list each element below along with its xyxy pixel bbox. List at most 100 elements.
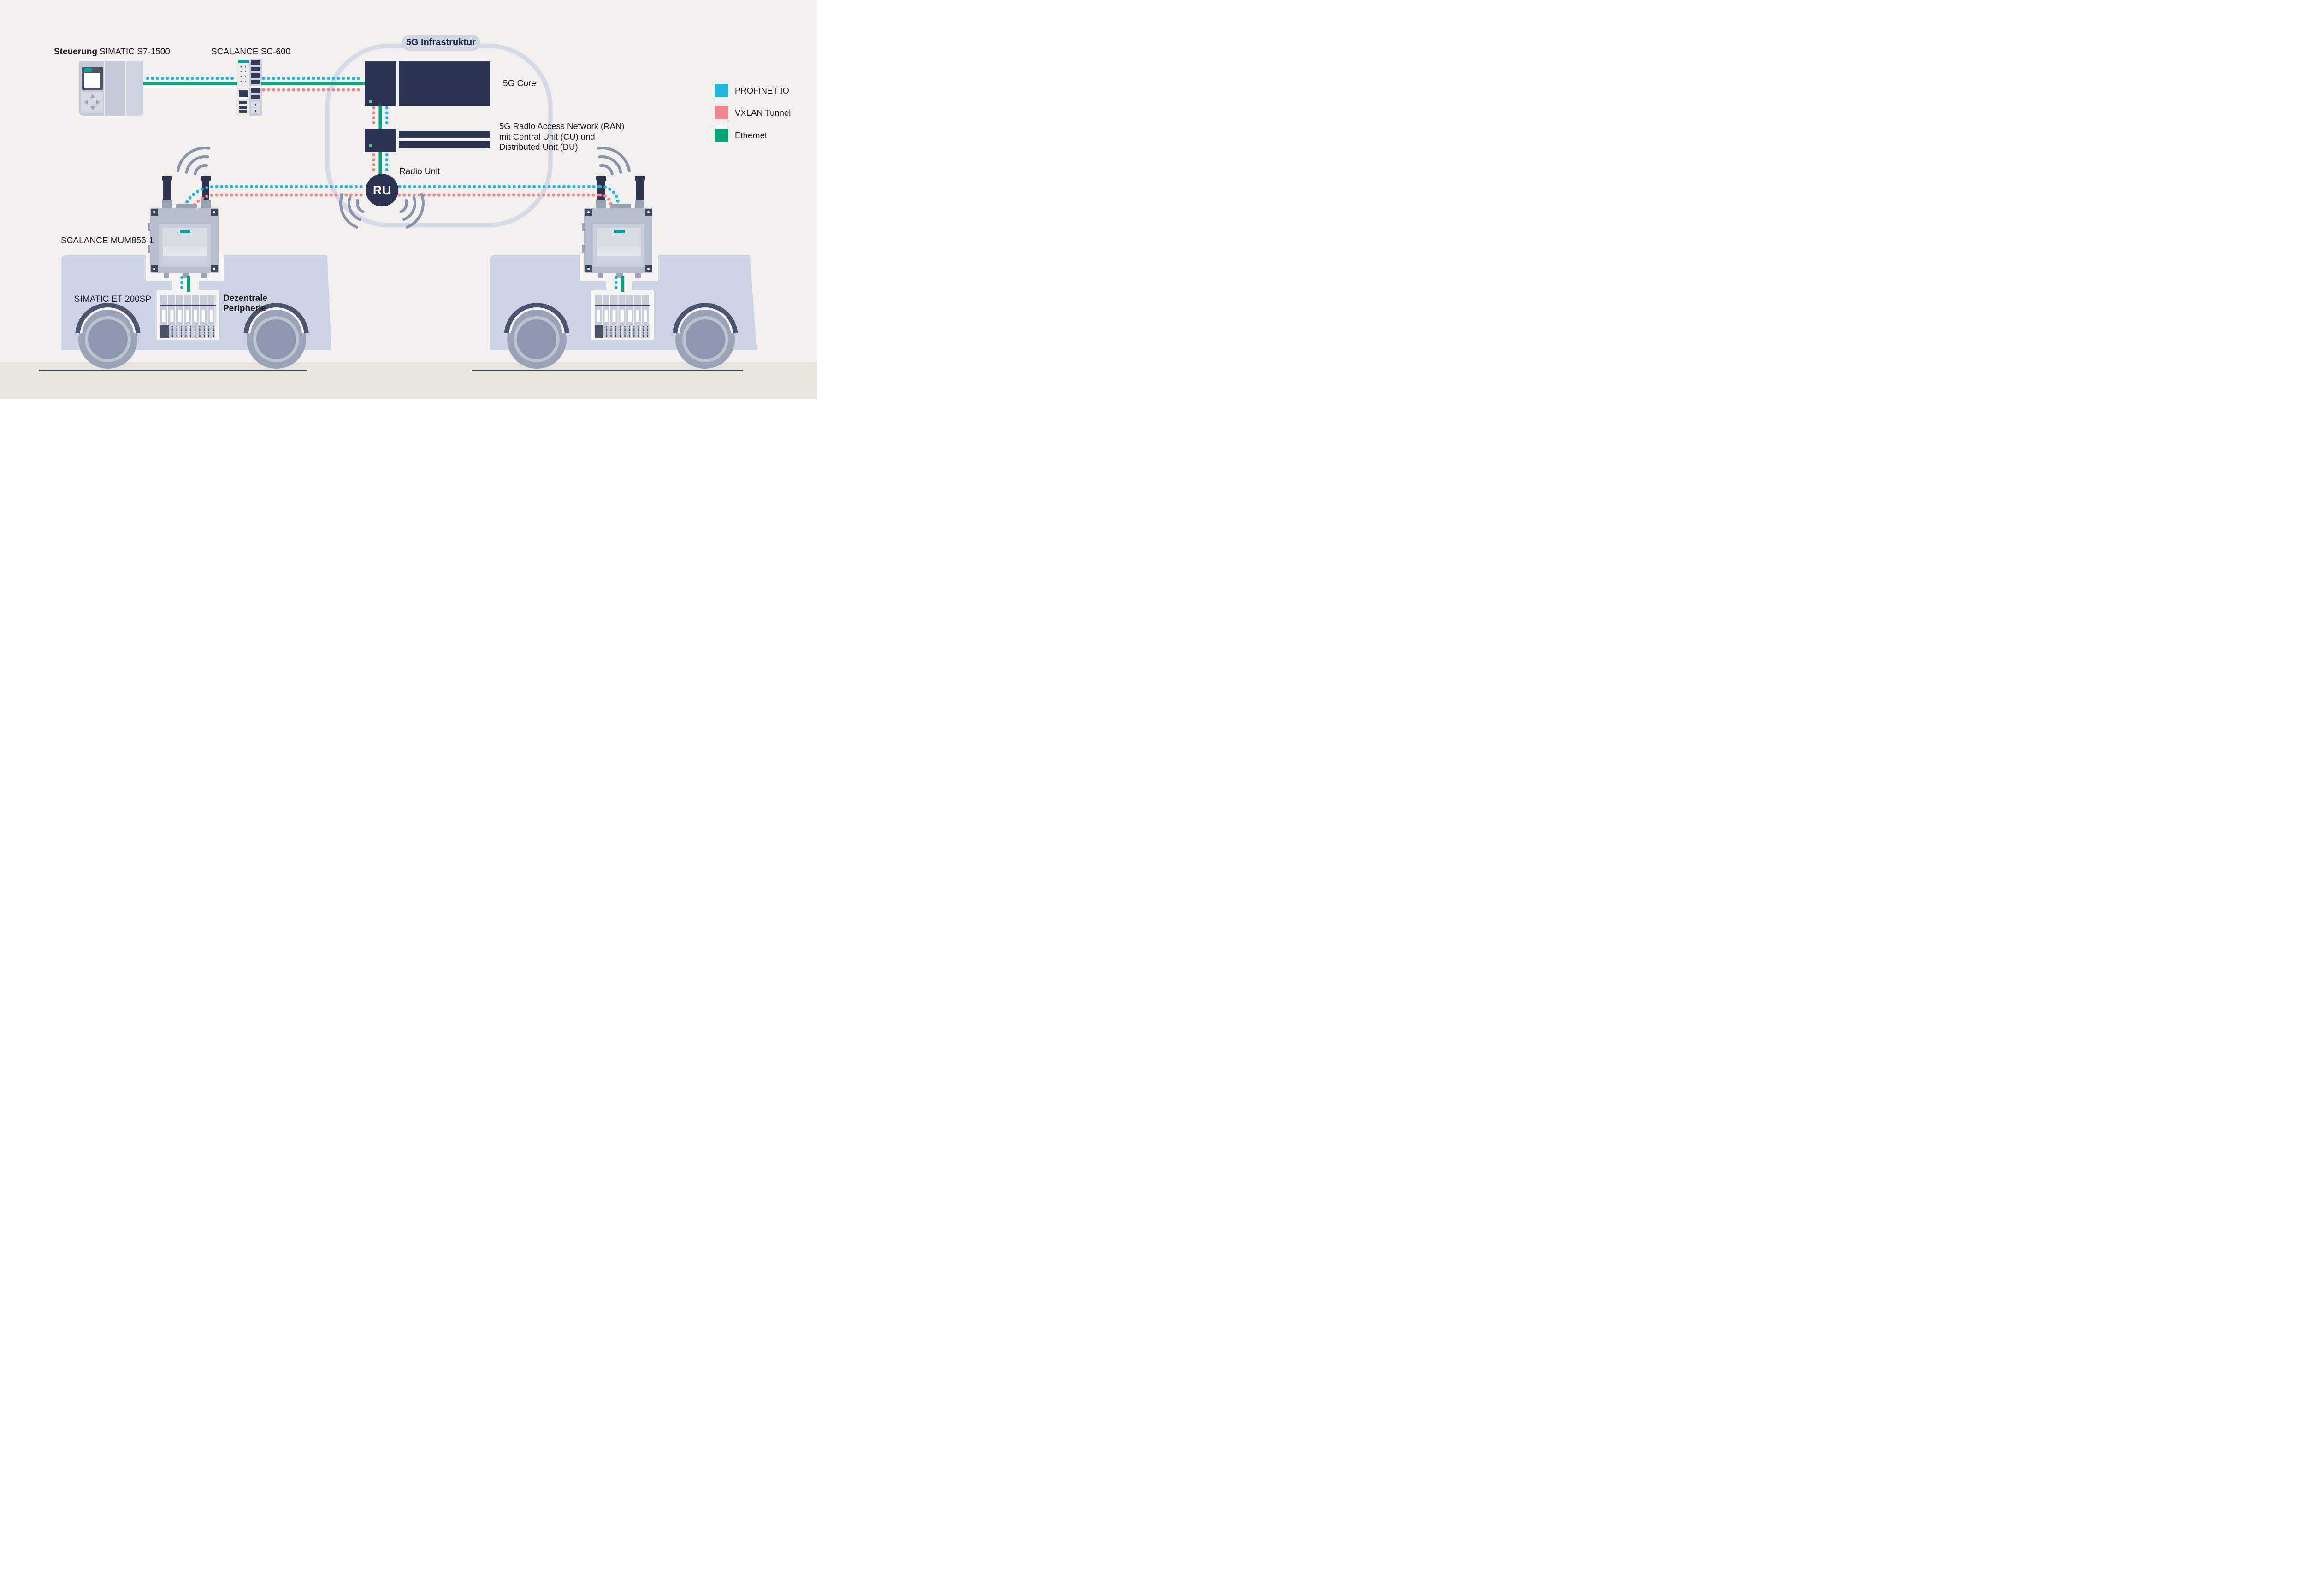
- screw-icon: [644, 208, 652, 216]
- modem-connector: [201, 273, 207, 278]
- modem-connector: [164, 273, 170, 278]
- firewall-led-bar: [238, 59, 249, 64]
- vxlan-legend-label: VXLAN Tunnel: [735, 108, 791, 118]
- io-module-rail: [594, 304, 650, 306]
- infrastructure-badge: 5G Infrastruktur: [401, 35, 481, 51]
- modem-mount-plate: [176, 204, 197, 208]
- antenna-icon: [162, 176, 172, 181]
- io-device: [594, 294, 650, 338]
- cable-channel: [606, 281, 633, 290]
- antenna-base: [162, 200, 172, 209]
- ground-strip: [0, 362, 817, 399]
- ethernet-port: [251, 88, 260, 94]
- ethernet-port: [251, 67, 260, 72]
- core-node-large: [399, 61, 490, 106]
- fender-shapes: [75, 303, 738, 333]
- ethernet-legend-label: Ethernet: [735, 130, 767, 141]
- antenna-base: [634, 200, 645, 209]
- firewall-led-grid: [239, 65, 248, 84]
- radio-unit-badge: RU: [373, 183, 391, 197]
- periphery-label-line2: Peripherie: [223, 303, 266, 313]
- radio-unit-label: Radio Unit: [399, 167, 440, 177]
- core-label: 5G Core: [503, 79, 536, 88]
- plc-label-model: SIMATIC S7-1500: [97, 47, 170, 57]
- wireless-signal-arcs: [176, 147, 631, 229]
- periphery-label: Dezentrale Peripherie: [223, 294, 267, 313]
- fender-gaps: [80, 307, 733, 334]
- antenna-icon: [634, 176, 645, 181]
- arrow-right-icon: [96, 100, 100, 105]
- vxlan-swatch: [715, 106, 728, 120]
- arrow-down-icon: [90, 106, 95, 110]
- screw-icon: [211, 265, 218, 273]
- screw-icon: [211, 208, 218, 216]
- modem-side-tab: [147, 245, 151, 253]
- plc-right-module: [126, 61, 143, 116]
- agv-right-track-line: [472, 369, 743, 372]
- modem-panel-row: [597, 256, 641, 264]
- modem-panel: [597, 228, 641, 264]
- antenna-icon: [636, 180, 644, 200]
- modem-side-tab: [581, 223, 585, 231]
- modem-panel-row: [163, 247, 207, 256]
- ran-server-bar: [399, 141, 490, 148]
- plc-module-gap: [125, 61, 126, 116]
- modem-panel-row: [597, 247, 641, 256]
- io-module-row: [160, 294, 216, 305]
- io-module-rail: [160, 304, 216, 306]
- vxlan-lines: [190, 88, 613, 210]
- status-indicator: [369, 144, 372, 147]
- modem-connector: [598, 273, 603, 278]
- sfp-port: [251, 108, 260, 113]
- screw-icon: [585, 265, 592, 273]
- screw-icon: [151, 208, 158, 216]
- io-terminal-pins: [604, 325, 650, 337]
- modem-side-tab: [581, 245, 585, 253]
- agv-left-front-wheel-hub: [85, 316, 131, 362]
- io-module-row: [160, 306, 216, 325]
- profinet-swatch: [715, 84, 728, 97]
- antenna-icon: [596, 176, 607, 181]
- ran-server-bar: [399, 131, 490, 138]
- io-device-label: SIMATIC ET 200SP: [74, 294, 151, 304]
- console-port: [238, 90, 248, 99]
- io-device: [160, 294, 216, 338]
- screw-icon: [644, 265, 652, 273]
- io-interface-module: [594, 325, 604, 338]
- io-interface-module: [160, 325, 170, 338]
- plc-screen: [84, 73, 101, 88]
- agv-right-rear-wheel-hub: [682, 316, 728, 362]
- ran-node-small: [365, 129, 396, 153]
- ran-label-line2: mit Central Unit (CU) und: [499, 131, 595, 141]
- plc-label: Steuerung SIMATIC S7-1500: [54, 47, 170, 57]
- ran-label-line1: 5G Radio Access Network (RAN): [499, 121, 625, 131]
- io-terminal-pins: [170, 325, 216, 337]
- plc-label-bold: Steuerung: [54, 47, 97, 57]
- agv-left-rear-wheel-hub: [253, 316, 300, 362]
- modem-led-bar: [180, 230, 190, 233]
- screw-icon: [585, 208, 592, 216]
- agv-right-front-wheel-hub: [514, 316, 560, 362]
- firewall-label: SCALANCE SC-600: [211, 47, 291, 57]
- status-indicator: [369, 100, 372, 104]
- periphery-label-line1: Dezentrale: [223, 294, 268, 303]
- cable-channel: [172, 281, 199, 290]
- profinet-lines: [146, 77, 620, 292]
- ethernet-port: [251, 60, 260, 66]
- io-terminal-row: [160, 325, 216, 338]
- modem-connector: [616, 273, 623, 278]
- ethernet-swatch: [715, 129, 728, 142]
- modem-panel-row: [163, 256, 207, 264]
- io-module-row: [594, 306, 650, 325]
- ethernet-port: [251, 94, 260, 100]
- plc-led-bar: [83, 68, 92, 72]
- io-terminal-row: [594, 325, 650, 338]
- antenna-icon: [163, 180, 171, 200]
- ethernet-port: [251, 73, 260, 79]
- antenna-base: [201, 200, 211, 209]
- antenna-icon: [201, 176, 211, 181]
- diagram-canvas: 5G Infrastruktur RU Steuerung SIMATIC S7…: [0, 0, 817, 399]
- modem-side-tab: [147, 223, 151, 231]
- arrow-left-icon: [84, 100, 88, 105]
- modem-panel: [163, 228, 207, 264]
